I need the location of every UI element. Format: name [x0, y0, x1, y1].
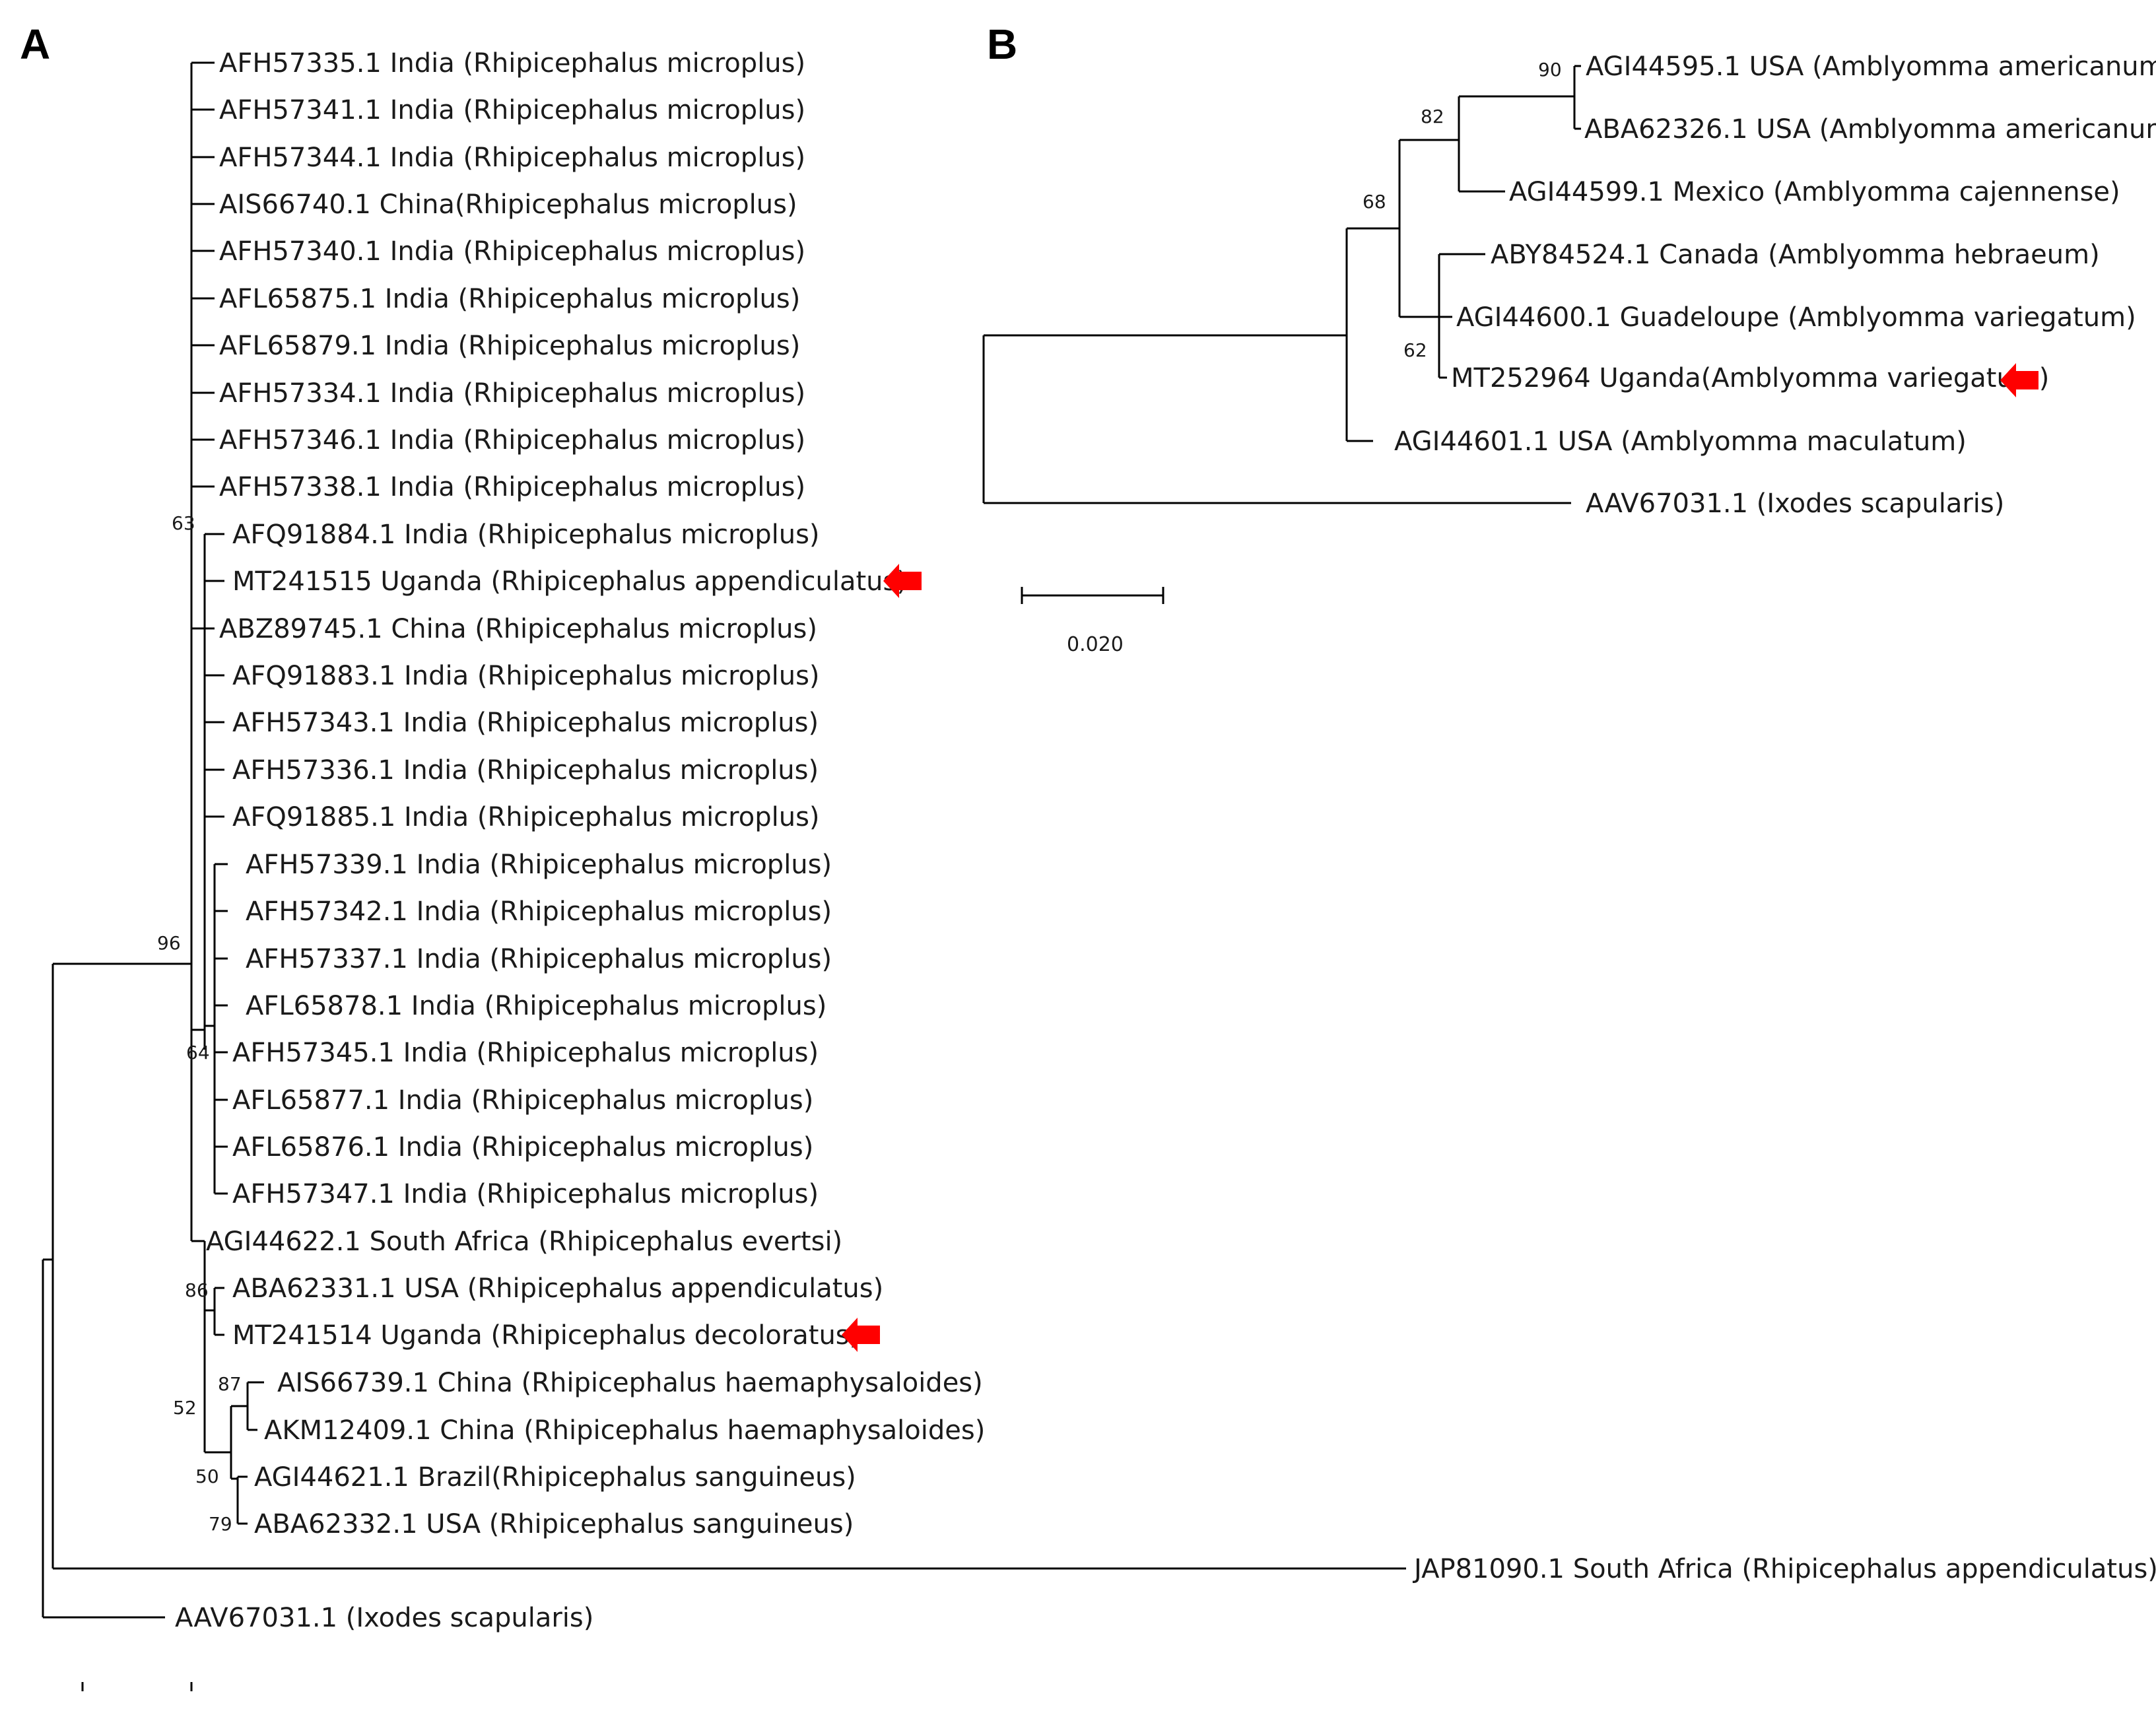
bootstrap-value: 63	[172, 512, 195, 534]
leaf-label: AFH57341.1 India (Rhipicephalus microplu…	[219, 95, 805, 125]
leaf-label: AFH57343.1 India (Rhipicephalus microplu…	[232, 708, 819, 738]
leaf-label: ABA62332.1 USA (Rhipicephalus sanguineus…	[254, 1509, 854, 1539]
leaf-label: AGI44621.1 Brazil(Rhipicephalus sanguine…	[254, 1462, 856, 1493]
leaf-label: AFH57339.1 India (Rhipicephalus microplu…	[246, 850, 832, 880]
leaf-label: ABY84524.1 Canada (Amblyomma hebraeum)	[1491, 240, 2100, 270]
bootstrap-value: 64	[186, 1042, 210, 1063]
leaf-label: AFH57347.1 India (Rhipicephalus microplu…	[232, 1179, 819, 1209]
panel-b-bootstrap-values: 90 82 68 62	[1363, 59, 1562, 361]
bootstrap-value: 86	[185, 1279, 209, 1301]
panel-b-letter: B	[987, 20, 1018, 68]
leaf-label: AFL65879.1 India (Rhipicephalus microplu…	[219, 331, 800, 361]
leaf-label: AGI44601.1 USA (Amblyomma maculatum)	[1394, 426, 1967, 457]
leaf-label: AFL65875.1 India (Rhipicephalus microplu…	[219, 284, 800, 314]
leaf-label-highlighted: MT252964 Uganda(Amblyomma variegatum)	[1451, 363, 2049, 393]
leaf-label: AIS66739.1 China (Rhipicephalus haemaphy…	[277, 1368, 983, 1398]
red-arrow-icon	[883, 564, 922, 598]
leaf-label: AFH57345.1 India (Rhipicephalus microplu…	[232, 1038, 819, 1068]
leaf-label: AFQ91884.1 India (Rhipicephalus microplu…	[232, 520, 820, 550]
bootstrap-value: 50	[195, 1466, 219, 1487]
panel-b-branches	[982, 65, 1581, 604]
leaf-label: AKM12409.1 China (Rhipicephalus haemaphy…	[264, 1415, 985, 1446]
scale-bar-label: 0.020	[1067, 633, 1124, 656]
red-arrow-icon	[842, 1318, 880, 1352]
bootstrap-value: 87	[218, 1373, 242, 1395]
leaf-label: AGI44599.1 Mexico (Amblyomma cajennense)	[1509, 177, 2120, 207]
leaf-label: AFL65878.1 India (Rhipicephalus microplu…	[246, 991, 826, 1021]
leaf-label: AIS66740.1 China(Rhipicephalus microplus…	[219, 189, 797, 220]
leaf-label: AFH57337.1 India (Rhipicephalus microplu…	[246, 944, 832, 974]
leaf-label: ABZ89745.1 China (Rhipicephalus microplu…	[219, 614, 817, 644]
leaf-label: AGI44600.1 Guadeloupe (Amblyomma variega…	[1456, 302, 2136, 333]
leaf-label: AFH57342.1 India (Rhipicephalus microplu…	[246, 896, 832, 927]
panel-a-branches	[42, 61, 1406, 1691]
leaf-label: AFL65876.1 India (Rhipicephalus microplu…	[232, 1132, 813, 1163]
leaf-label: AGI44622.1 South Africa (Rhipicephalus e…	[206, 1227, 842, 1257]
leaf-label: AGI44595.1 USA (Amblyomma americanum)	[1586, 51, 2156, 82]
leaf-label: AFH57335.1 India (Rhipicephalus microplu…	[219, 48, 805, 79]
panel-a-letter: A	[20, 20, 51, 68]
panel-a-leaf-labels: AFH57335.1 India (Rhipicephalus microplu…	[175, 48, 2156, 1633]
panel-b-leaf-labels: AGI44595.1 USA (Amblyomma americanum) AB…	[1394, 51, 2156, 519]
leaf-label-highlighted: MT241515 Uganda (Rhipicephalus appendicu…	[232, 566, 907, 597]
leaf-label: ABA62326.1 USA (Amblyomma americanum)	[1584, 114, 2156, 145]
bootstrap-value: 82	[1421, 106, 1444, 127]
leaf-label: AFH57344.1 India (Rhipicephalus microplu…	[219, 143, 805, 173]
leaf-label: JAP81090.1 South Africa (Rhipicephalus a…	[1412, 1554, 2156, 1584]
leaf-label: AFH57338.1 India (Rhipicephalus microplu…	[219, 472, 805, 502]
bootstrap-value: 52	[173, 1397, 197, 1419]
bootstrap-value: 96	[157, 932, 181, 954]
leaf-label-highlighted: MT241514 Uganda (Rhipicephalus decolorat…	[232, 1320, 859, 1351]
leaf-label: AFH57334.1 India (Rhipicephalus microplu…	[219, 378, 805, 409]
bootstrap-value: 62	[1403, 339, 1427, 361]
bootstrap-value: 90	[1538, 59, 1562, 81]
leaf-label: AFH57346.1 India (Rhipicephalus microplu…	[219, 425, 805, 455]
leaf-label: ABA62331.1 USA (Rhipicephalus appendicul…	[232, 1273, 883, 1304]
leaf-label: AFL65877.1 India (Rhipicephalus microplu…	[232, 1085, 813, 1116]
leaf-label: AAV67031.1 (Ixodes scapularis)	[1586, 489, 2004, 519]
leaf-label: AFQ91885.1 India (Rhipicephalus microplu…	[232, 802, 820, 832]
leaf-label: AFQ91883.1 India (Rhipicephalus microplu…	[232, 661, 820, 691]
bootstrap-value: 68	[1363, 191, 1386, 213]
red-arrow-icon	[2000, 363, 2038, 397]
leaf-label: AFH57340.1 India (Rhipicephalus microplu…	[219, 236, 805, 267]
leaf-label: AFH57336.1 India (Rhipicephalus microplu…	[232, 755, 819, 786]
leaf-label: AAV67031.1 (Ixodes scapularis)	[175, 1603, 593, 1633]
bootstrap-value: 79	[209, 1513, 232, 1535]
panel-a-bootstrap-values: 63 96 64 86 87 52 50 79	[157, 512, 242, 1535]
